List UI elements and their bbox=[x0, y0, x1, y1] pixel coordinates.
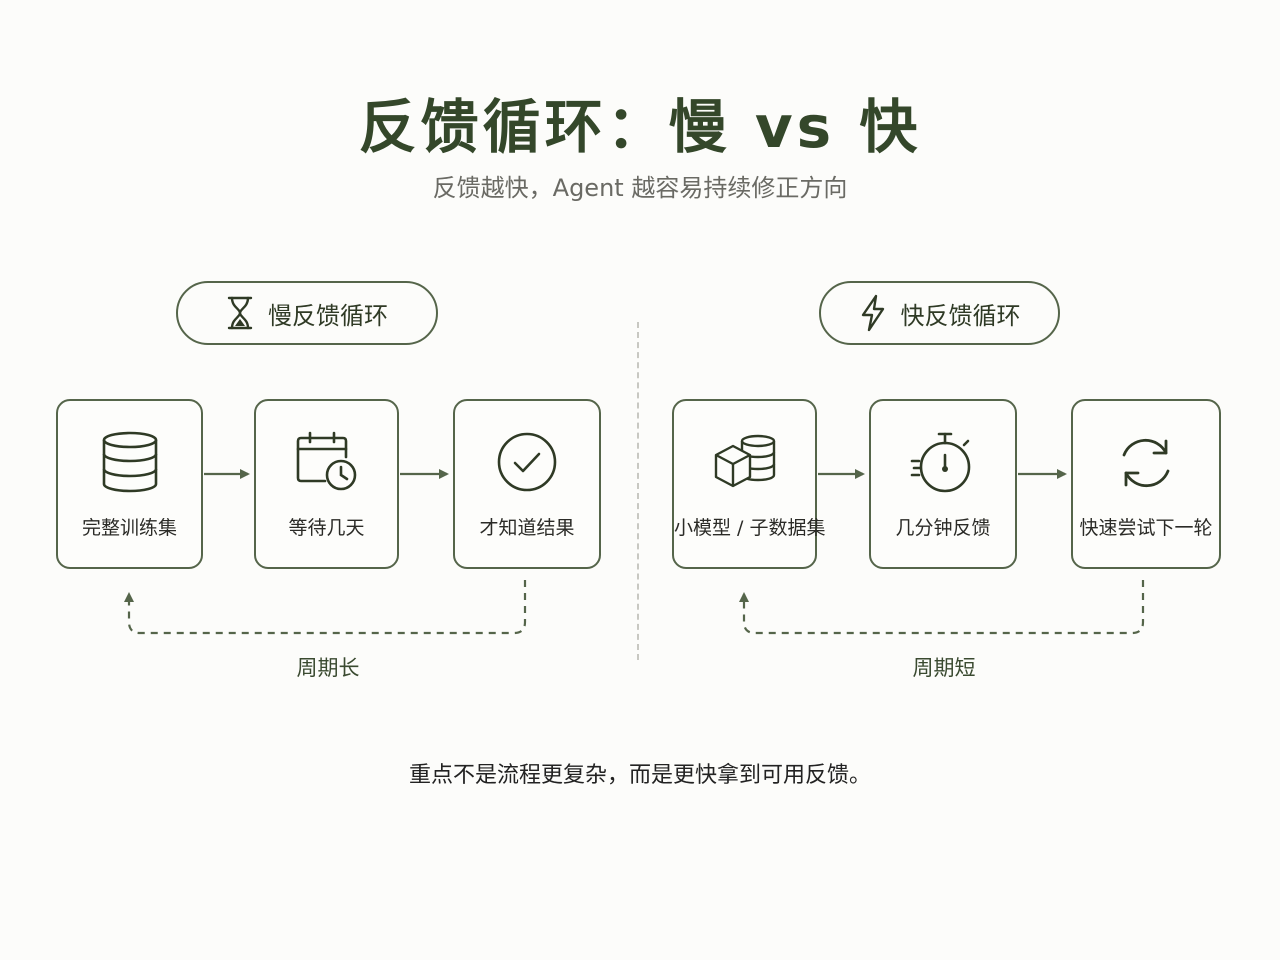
fast-step-3: 快速尝试下一轮 bbox=[1071, 399, 1221, 569]
slow-loop-pill-label: 慢反馈循环 bbox=[268, 301, 388, 330]
fast-step-3-label: 快速尝试下一轮 bbox=[1079, 517, 1213, 539]
database-icon bbox=[102, 431, 157, 493]
slow-step-2-label: 等待几天 bbox=[288, 517, 365, 539]
fast-loop-pill-label: 快反馈循环 bbox=[900, 301, 1021, 330]
fast-loop-return bbox=[739, 580, 1145, 635]
page-title: 反馈循环：慢 vs 快 bbox=[358, 93, 922, 161]
fast-cycle-label: 周期短 bbox=[912, 656, 976, 680]
fast-loop-pill: 快反馈循环 bbox=[819, 281, 1060, 345]
section-divider bbox=[637, 322, 639, 660]
cube-database-icon bbox=[714, 434, 775, 488]
slow-step-3-label: 才知道结果 bbox=[479, 517, 575, 539]
fast-step-1-label: 小模型 / 子数据集 bbox=[674, 517, 826, 539]
lightning-icon bbox=[861, 294, 884, 332]
slow-step-1-label: 完整训练集 bbox=[81, 517, 177, 539]
fast-step-2-label: 几分钟反馈 bbox=[895, 517, 991, 539]
page-subtitle: 反馈越快，Agent 越容易持续修正方向 bbox=[432, 174, 848, 202]
fast-step-2: 几分钟反馈 bbox=[869, 399, 1017, 569]
stopwatch-icon bbox=[910, 432, 971, 493]
slow-cycle-label: 周期长 bbox=[296, 656, 360, 680]
slow-loop-pill: 慢反馈循环 bbox=[176, 281, 438, 345]
calendar-clock-icon bbox=[296, 431, 356, 491]
fast-step-1: 小模型 / 子数据集 bbox=[672, 399, 826, 569]
check-circle-icon bbox=[497, 432, 557, 492]
slow-step-2: 等待几天 bbox=[254, 399, 399, 569]
slow-loop-return bbox=[124, 580, 527, 635]
hourglass-icon bbox=[227, 296, 253, 330]
slow-step-3: 才知道结果 bbox=[453, 399, 601, 569]
slow-step-1: 完整训练集 bbox=[56, 399, 203, 569]
footer-note: 重点不是流程更复杂，而是更快拿到可用反馈。 bbox=[408, 763, 871, 788]
refresh-icon bbox=[1122, 438, 1170, 488]
